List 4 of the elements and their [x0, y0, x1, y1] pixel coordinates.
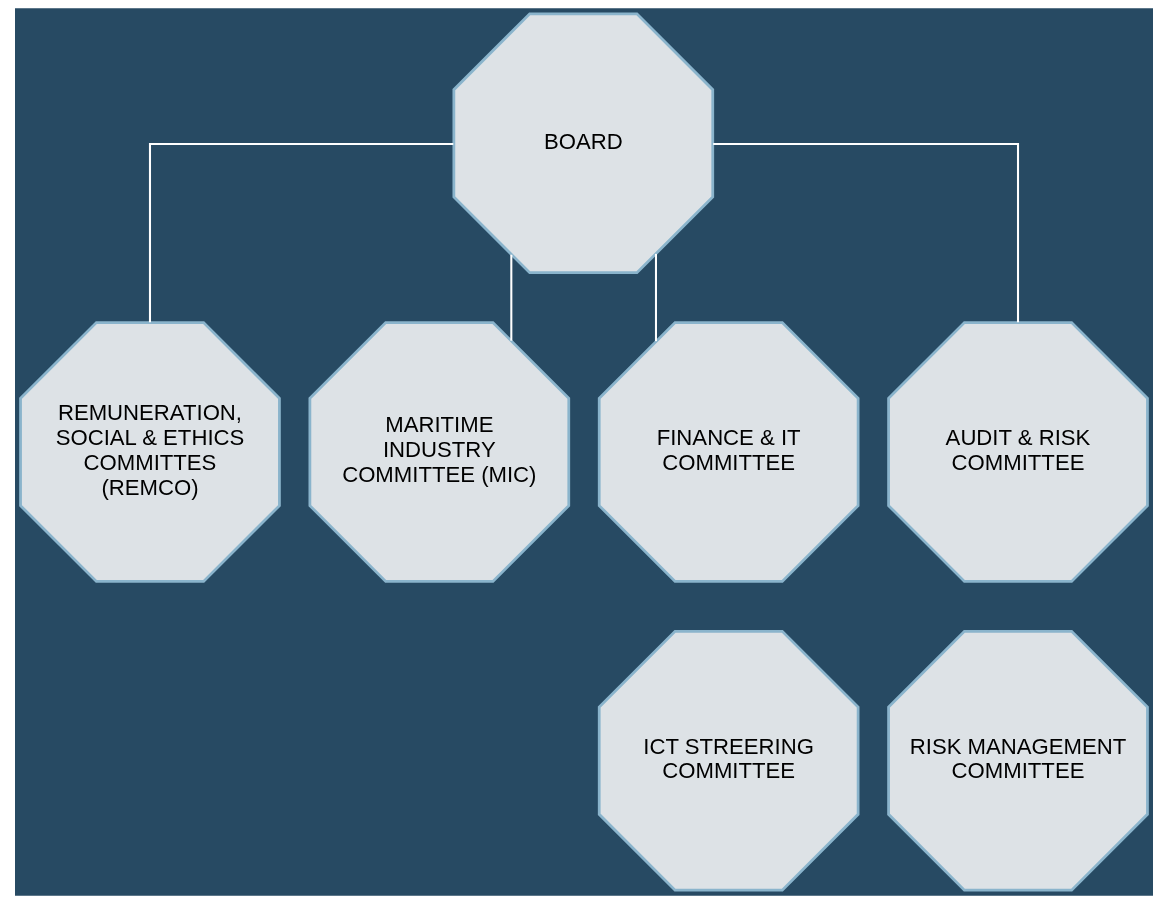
connector: [148, 142, 453, 323]
connector: [712, 142, 1019, 323]
connector: [654, 253, 657, 342]
connector: [509, 254, 512, 341]
